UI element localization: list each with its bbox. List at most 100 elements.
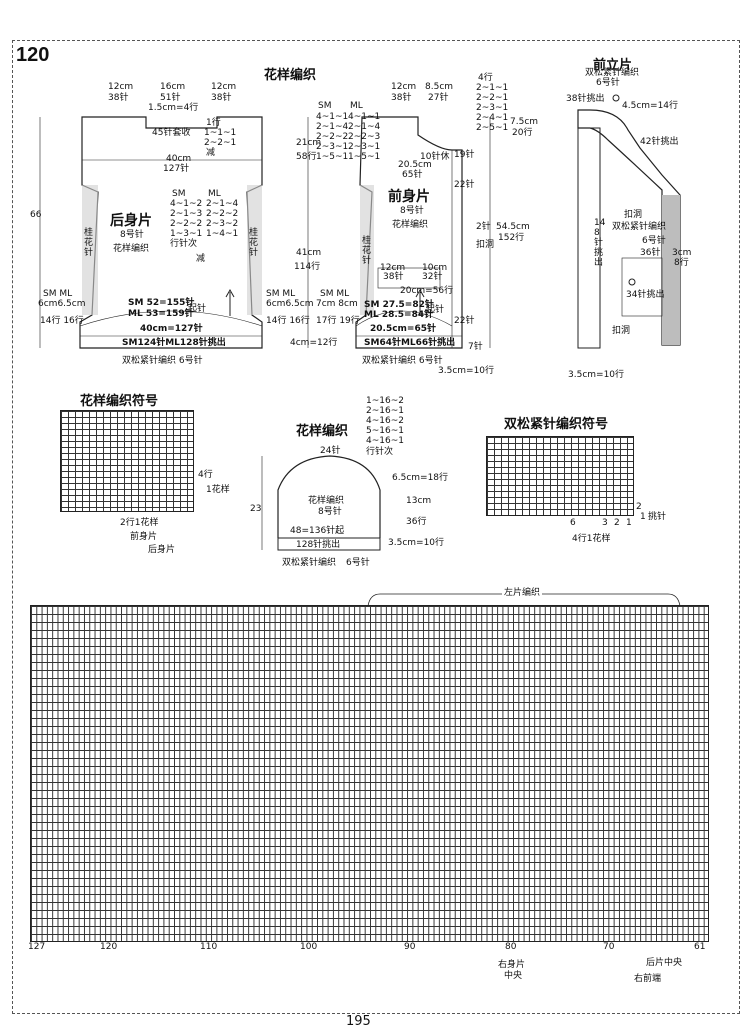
rib-grid [486,436,634,516]
band-item: 扣洞 [612,326,631,336]
front-rows: 2针 [476,222,491,232]
front-pocket: 10cm [422,263,448,273]
band-item: 3.5cm=10行 [568,370,625,380]
sleeve-sch: 5~16~1 [366,426,404,436]
symbols-right: 4行 [198,470,213,480]
front-left-dim: 41cm [296,248,322,258]
sleeve-height: 23 [250,504,262,514]
band-sub: 双松紧针编织 [585,68,640,78]
sleeve-inner: 8号针 [318,507,342,517]
front-right-dim: 7.5cm [510,117,539,127]
band-item: 42针挑出 [640,137,679,147]
back-side-smml: 14行 16行 [266,316,310,326]
symbols-note: 2行1花样 [120,518,159,528]
front-neck-sm: 2~1~4 [316,122,349,132]
front-neck-ml: 2~3~1 [348,142,381,152]
back-arm-sm: 2~1~3 [170,209,203,219]
back-neck: 1行 [206,118,221,128]
back-neck: 2~2~1 [204,138,237,148]
front-rows: 19针 [454,150,475,160]
sleeve-cast: 48=136针起 [290,526,345,536]
rib-right: 1 [640,512,646,522]
back-width: 40cm [166,154,192,164]
front-name: 前身片 [388,189,430,205]
front-neck-right: 2~2~1 [476,93,509,103]
front-cast-on: 起针 [426,305,445,315]
front-ml: ML [350,101,363,111]
back-side-smml: 14行 16行 [40,316,84,326]
band-item: 扣洞 [624,210,643,220]
back-arm-sm: 2~2~2 [170,219,203,229]
back-hem: 4cm=12行 [290,338,338,348]
back-arm-ml: 2~3~2 [206,219,239,229]
front-right-dim: 152行 [498,233,525,243]
sleeve-right: 13cm [406,496,432,506]
front-smml: SM ML [320,289,350,299]
front-pocket: 12cm [380,263,406,273]
front-right-bottom: 7针 [468,342,483,352]
rib-caption: 4行1花样 [572,534,611,544]
front-sm: SM [318,101,332,111]
band-item: 148针挑出 [594,218,606,268]
sleeve-top: 24针 [320,446,341,456]
front-neck-ml: 2~1~4 [348,122,381,132]
rib-bottom: 3 [602,518,608,528]
front-left-dim: 21cm [296,138,322,148]
back-side-smml: 6cm6.5cm [266,299,314,309]
front-smml: 17行 19行 [316,316,360,326]
x-tick: 61 [694,942,706,952]
rib-bottom: 2 [614,518,620,528]
back-width-bottom: 40cm=127针 [140,324,203,334]
rib-right: 挑针 [648,512,667,522]
front-dim: 38针 [391,93,412,103]
back-neck: 减 [206,148,216,158]
front-mid: 65针 [402,170,423,180]
band-item: 34针挑出 [626,290,665,300]
back-dim: 12cm [108,82,134,92]
back-cast-on: ML 53=159针 [128,309,194,319]
sleeve-sch: 1~16~2 [366,396,404,406]
front-right-dim: 54.5cm [496,222,530,232]
band-item: 3cm [672,248,692,258]
front-hem-h: 3.5cm=10行 [438,366,495,376]
front-neck-right: 2~1~1 [476,83,509,93]
back-name: 后身片 [110,213,152,229]
front-neck-sm: 2~2~2 [316,132,349,142]
band-item: 36针 [640,248,661,258]
back-arm-ml: 2~1~4 [206,199,239,209]
band-title: 前立片 [593,58,633,73]
back-cast-on: 起针 [188,304,207,314]
back-dim: 51针 [160,93,181,103]
chart-note: 右前端 [634,974,662,984]
x-tick: 120 [100,942,118,952]
front-hem-stitch: 双松紧针编织 6号针 [362,356,443,366]
back-neck: 1~1~1 [204,128,237,138]
front-dim: 27针 [428,93,449,103]
front-neck-sm: 2~3~1 [316,142,349,152]
sleeve-right: 36行 [406,517,427,527]
front-pocket: 20cm=56行 [400,286,454,296]
back-side-text: 桂花针 [84,228,94,258]
chart-top-label: 左片编织 [502,588,543,598]
back-arm-ml: 2~2~2 [206,209,239,219]
band-item: 8行 [674,258,689,268]
back-pickup: SM124针ML128针挑出 [122,338,226,348]
x-tick: 80 [505,942,517,952]
sleeve-sch: 4~16~2 [366,416,404,426]
back-title: 花样编织 [264,68,317,83]
pattern-number: 120 [16,44,50,66]
sleeve-right: 6.5cm=18行 [392,473,449,483]
chart-note: 右身片 [498,960,526,970]
symbols-note: 后身片 [148,545,176,555]
front-neck-ml: 2~2~3 [348,132,381,142]
rib-title: 双松紧针编织符号 [504,417,609,432]
band-item: 双松紧针编织 [612,222,667,232]
front-neck-right: 2~5~1 [476,123,509,133]
sleeve-bottom: 双松紧针编织 [282,558,337,568]
sleeve-sch: 行针次 [366,447,394,457]
back-arm-ml: 1~4~1 [206,229,239,239]
chart-note: 后片中央 [646,958,683,968]
rib-bottom: 6 [570,518,576,528]
